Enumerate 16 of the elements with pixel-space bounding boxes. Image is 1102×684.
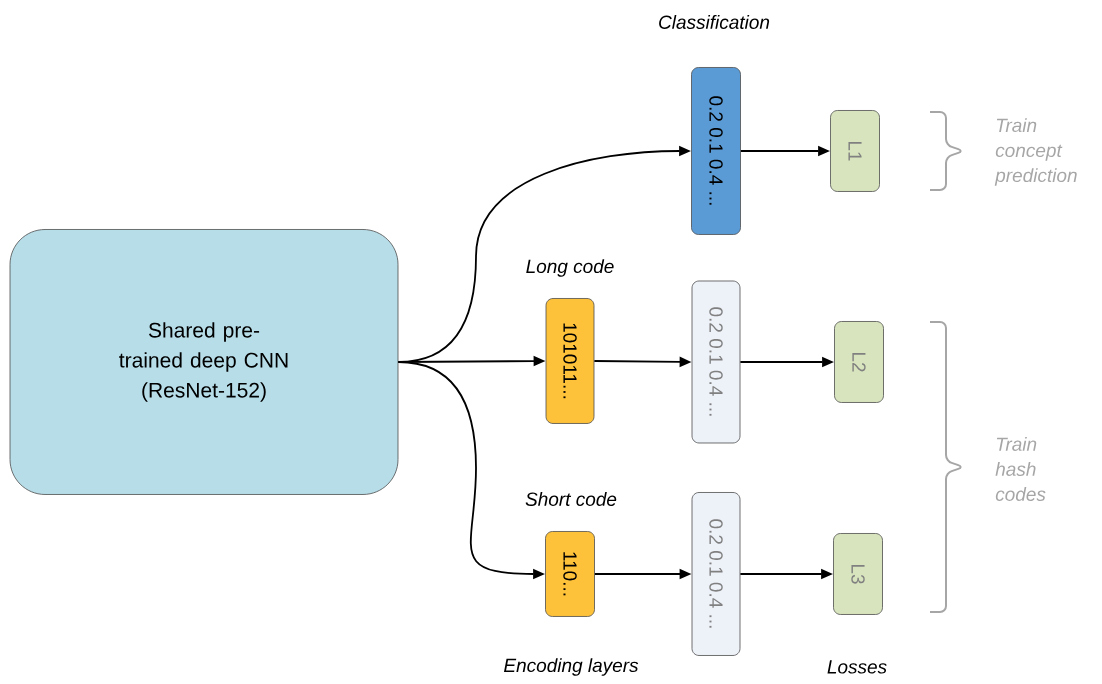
annotation-text: Losses (827, 660, 887, 674)
vector-box: 0.2 0.1 0.4 ... (691, 280, 741, 444)
column-heading: Short code (525, 492, 617, 506)
loss-box: L2 (834, 321, 884, 403)
loss-box: L1 (830, 110, 880, 192)
network-box: Shared pre-trained deep CNN (ResNet-152) (9, 229, 399, 495)
vector-box: 0.2 0.1 0.4 ... (691, 67, 741, 235)
column-heading: Long code (526, 259, 614, 277)
loss-box: L3 (833, 533, 883, 615)
annotation-text: Encoding layers (504, 658, 639, 676)
annotation-text: Train hash codes (995, 437, 1046, 501)
code-box: 101011... (545, 298, 595, 424)
column-heading: Classification (659, 15, 770, 29)
annotation-text: Train concept prediction (994, 118, 1077, 186)
vector-box: 0.2 0.1 0.4 ... (691, 492, 741, 656)
code-box: 110... (545, 531, 595, 617)
